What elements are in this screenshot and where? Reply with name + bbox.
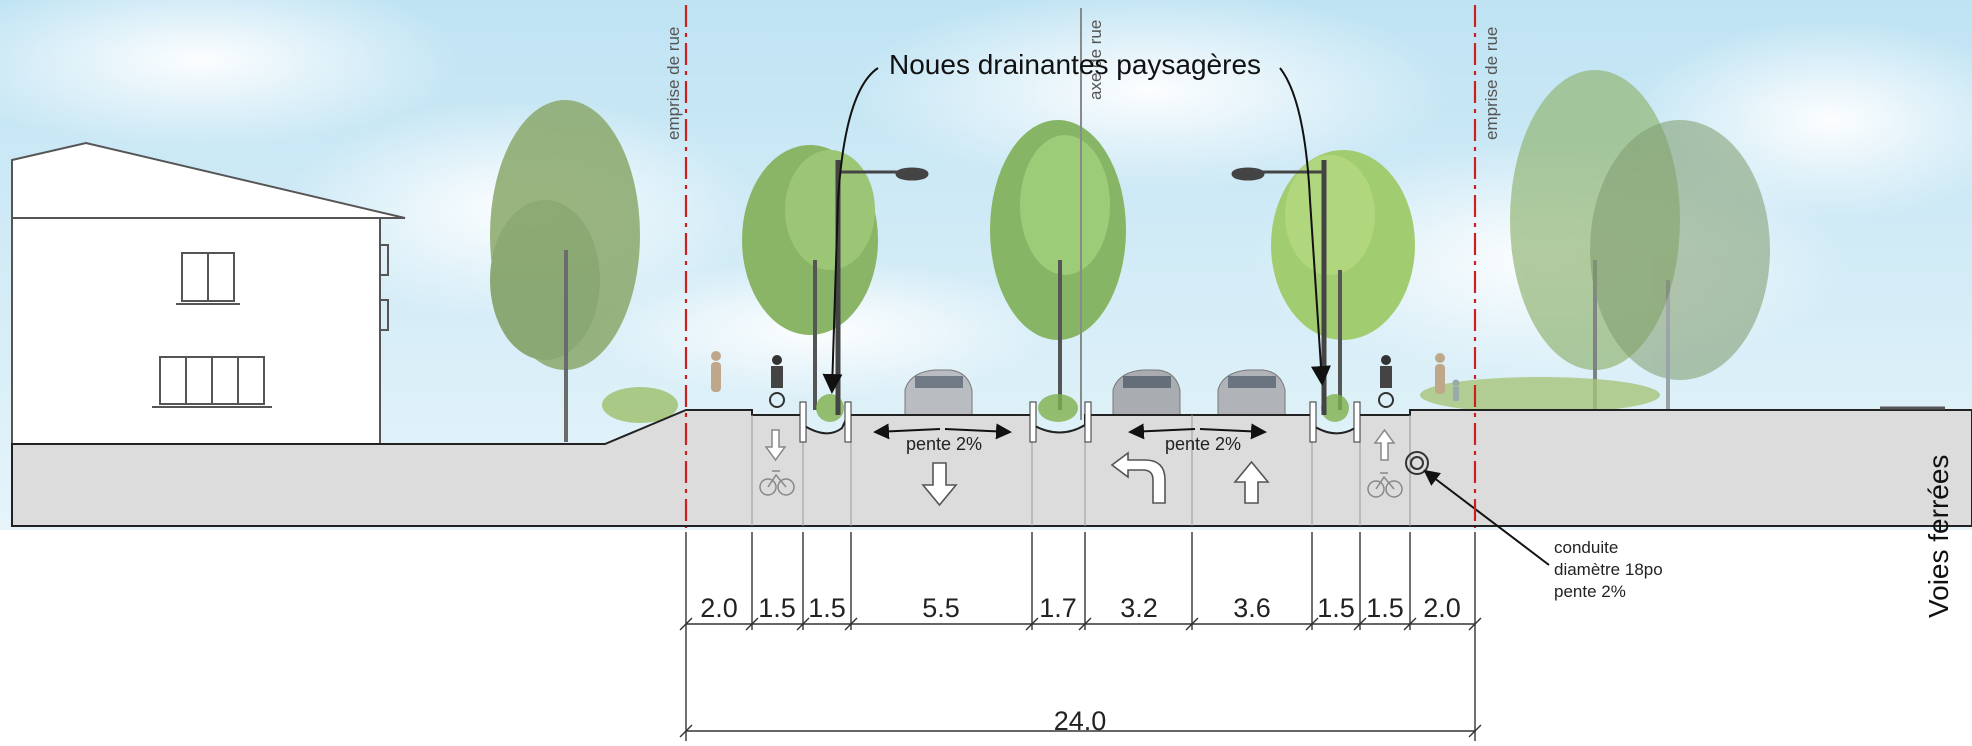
tree-bike-right (1271, 150, 1415, 410)
arrow-down-icon (921, 462, 958, 507)
pedestrian-left (711, 351, 721, 392)
slope-label-right: pente 2% (1165, 434, 1241, 454)
dimension-label: 1.5 (758, 593, 796, 623)
dimension-label: 2.0 (1423, 593, 1461, 623)
dimension-label: 1.5 (1317, 593, 1355, 623)
pipe-icon (1405, 451, 1429, 475)
tree-left (490, 100, 640, 442)
grass (602, 377, 1660, 423)
building (11, 141, 406, 445)
pipe-label-line1: conduite (1554, 538, 1618, 557)
right-of-way-label-left: emprise de rue (664, 27, 683, 140)
dimension-label: 3.2 (1120, 593, 1158, 623)
dimension-label: 1.5 (1366, 593, 1404, 623)
arrow-up-icon (1233, 460, 1270, 504)
car-center (1112, 369, 1181, 416)
dimension-lines (679, 532, 1482, 741)
dimension-label: 1.7 (1039, 593, 1077, 623)
car-left (904, 369, 973, 416)
street-axis-label: axe de rue (1086, 20, 1105, 100)
cyclist-right (1378, 355, 1394, 408)
dimension-label: 1.5 (808, 593, 846, 623)
swale-leader-right (1279, 67, 1331, 386)
arrow-up-bike-icon (1367, 428, 1403, 498)
tree-bike-left (742, 145, 878, 410)
pipe-label-line2: diamètre 18po (1554, 560, 1663, 579)
dimension-label: 5.5 (922, 593, 960, 623)
swale-leader-left (822, 67, 879, 394)
tree-median (990, 120, 1126, 410)
swale-callout-title: Noues drainantes paysagères (889, 49, 1261, 80)
right-of-way-label-right: emprise de rue (1482, 27, 1501, 140)
pipe-label-line3: pente 2% (1554, 582, 1626, 601)
dimension-label: 2.0 (700, 593, 738, 623)
total-width-label: 24.0 (1054, 706, 1107, 736)
arrow-down-bike-icon (759, 429, 795, 496)
slope-label-left: pente 2% (906, 434, 982, 454)
car-right (1217, 369, 1286, 416)
turn-left-arrow-icon (1110, 451, 1166, 504)
pipe-leader (1423, 469, 1550, 566)
rail-label: Voies ferrées (1923, 455, 1954, 618)
dimension-label: 3.6 (1233, 593, 1271, 623)
pedestrians-right (1435, 353, 1460, 401)
trees (490, 70, 1770, 442)
tree-far-right (1590, 120, 1770, 410)
slope-arrows (873, 423, 1267, 440)
cyclist-left (769, 355, 785, 408)
cross-section (11, 401, 1972, 527)
